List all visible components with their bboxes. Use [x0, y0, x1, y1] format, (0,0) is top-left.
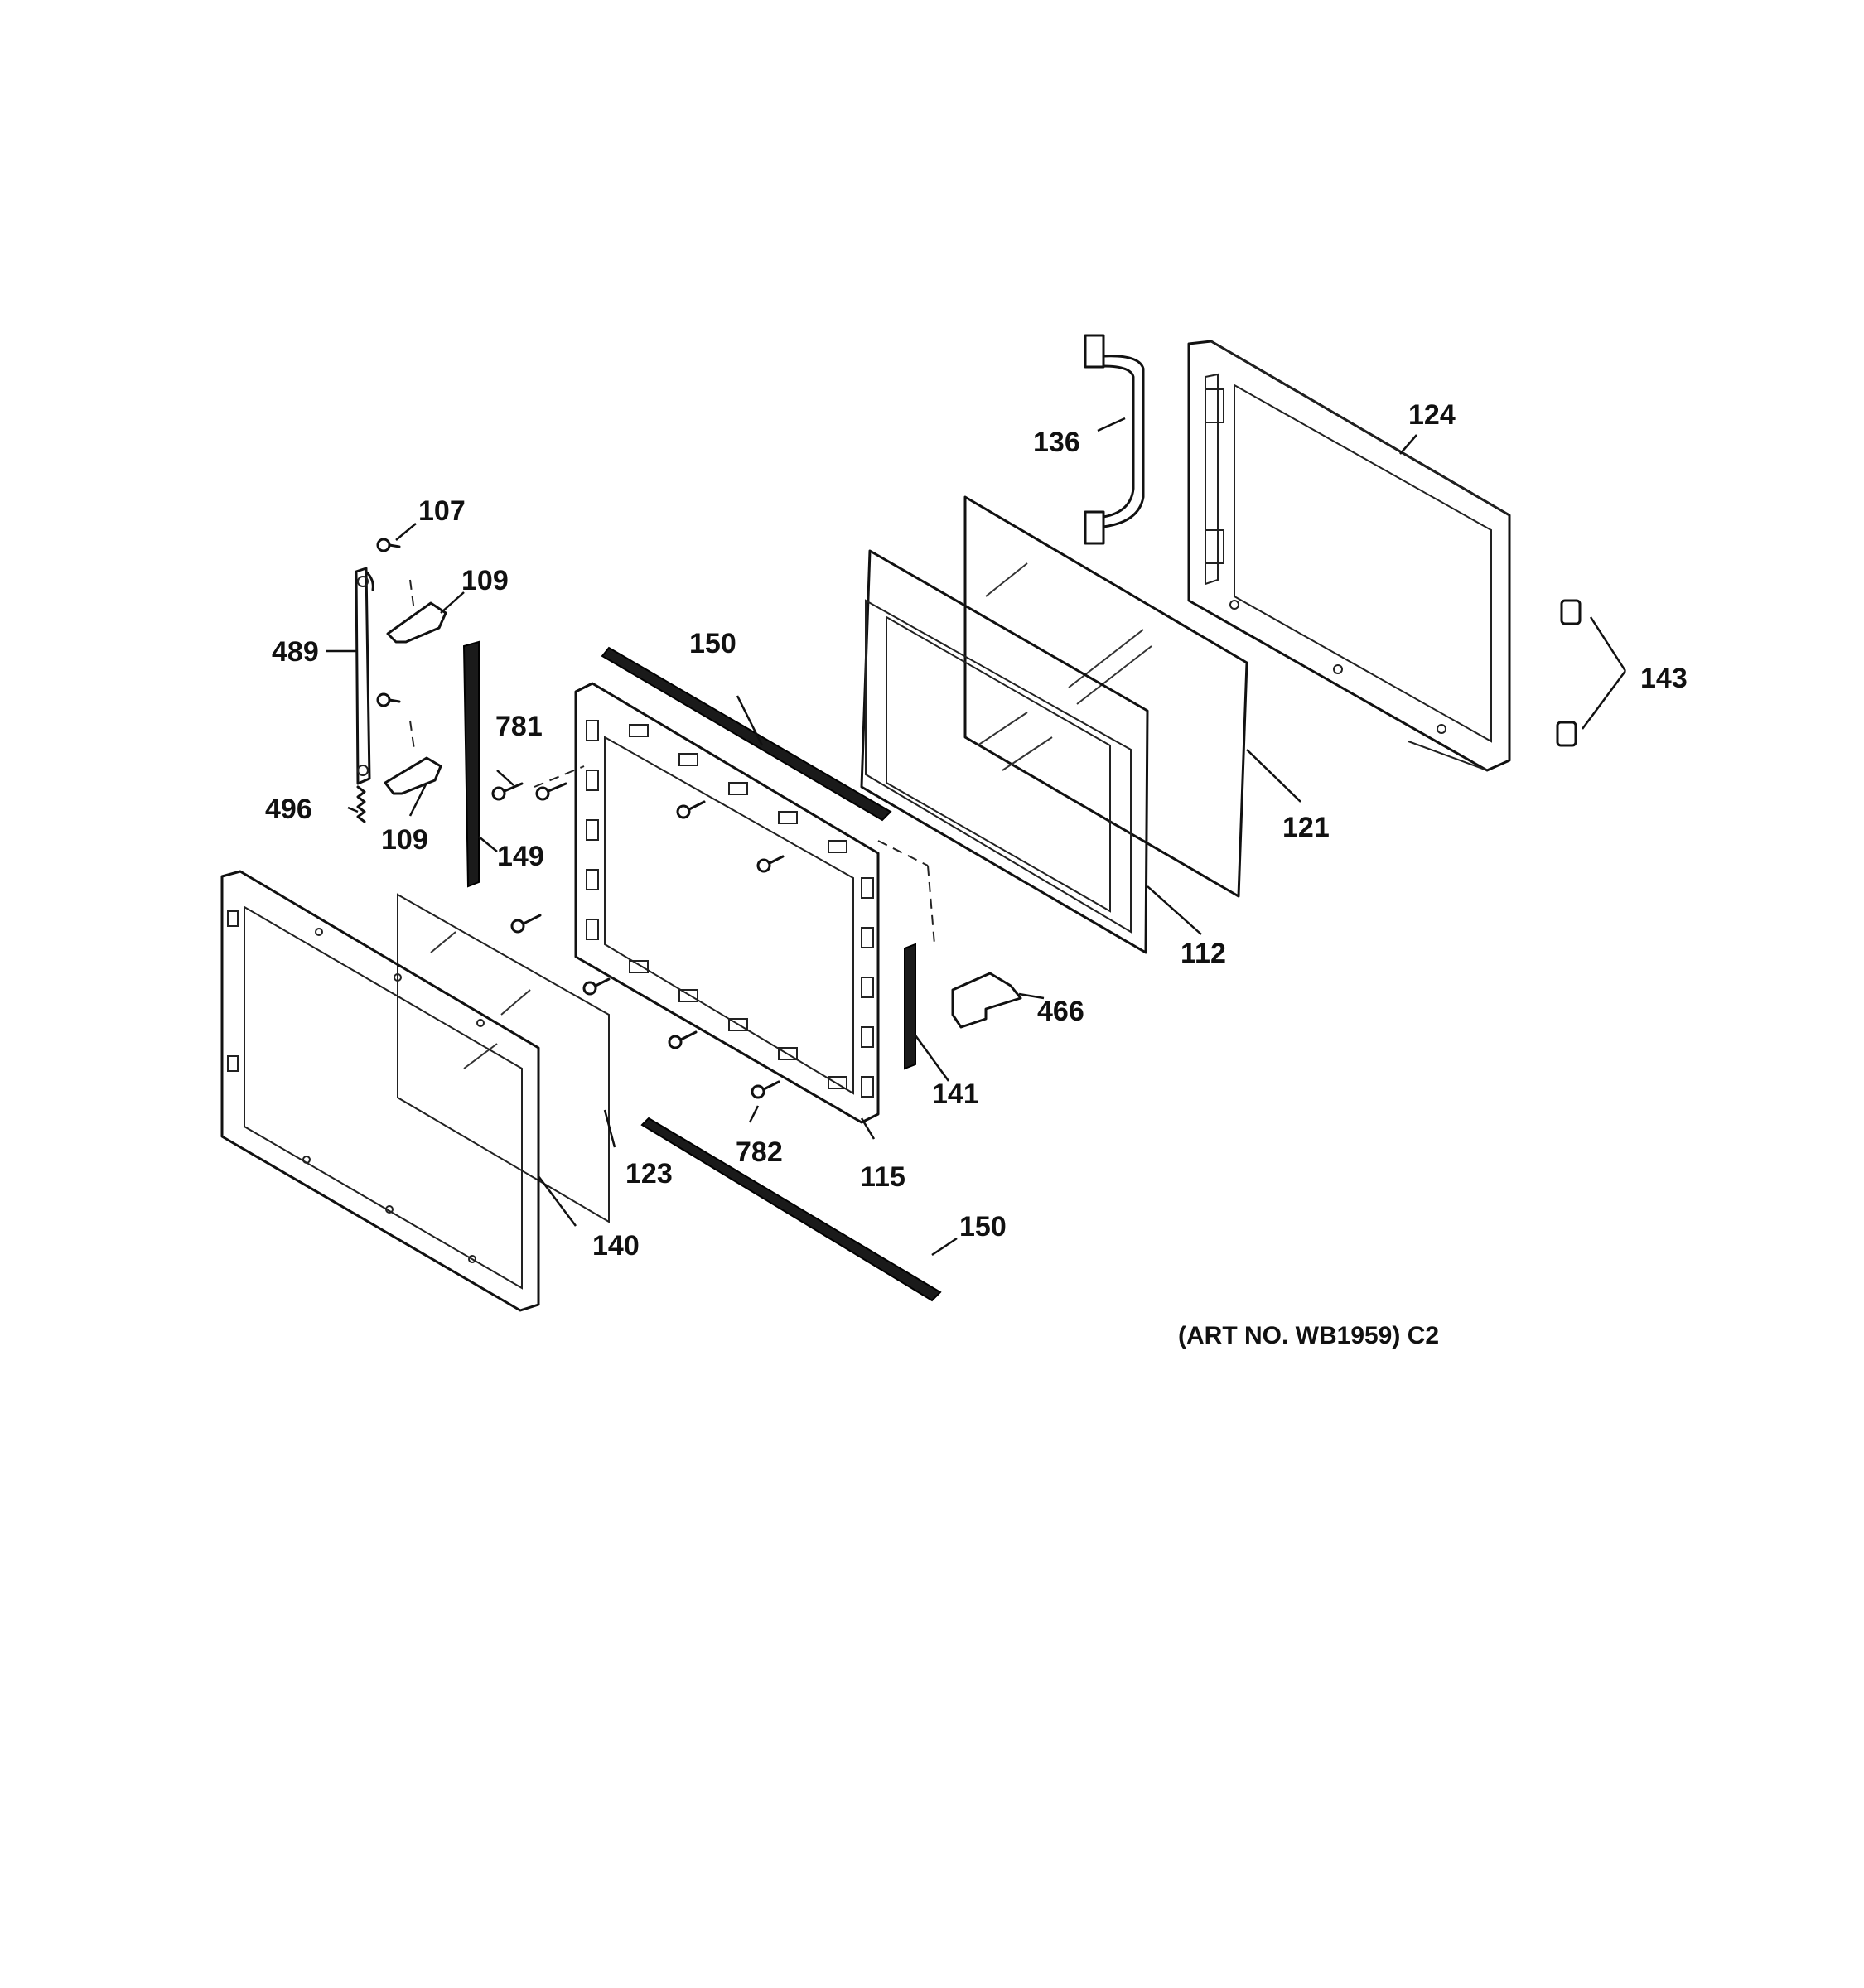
- alignment-lines: [409, 579, 935, 945]
- part-112-inner-liner: [860, 549, 1149, 954]
- part-149-left-strip: [462, 640, 480, 888]
- part-496-spring: [356, 785, 366, 823]
- screw-e: [668, 1030, 698, 1049]
- part-466-bracket: [951, 972, 1022, 1029]
- screw-d: [582, 977, 611, 996]
- part-115-inner-frame: [574, 682, 880, 1124]
- part-124-rear-frame: [1187, 340, 1511, 772]
- label-150-top: 150: [689, 628, 736, 659]
- label-149: 149: [497, 841, 544, 872]
- label-489: 489: [272, 636, 319, 668]
- label-136: 136: [1033, 427, 1080, 458]
- screw-107: [376, 538, 401, 552]
- part-labels: 136 124 107 109 489 150 781 143 496 109 …: [265, 399, 1688, 1262]
- label-107: 107: [418, 495, 466, 527]
- label-466: 466: [1037, 996, 1084, 1027]
- part-489-hinge-arm: [355, 567, 374, 785]
- label-141: 141: [932, 1078, 979, 1110]
- screw-a: [676, 800, 706, 819]
- label-496: 496: [265, 794, 312, 825]
- label-109-bottom: 109: [381, 824, 428, 856]
- part-140-outer-front: [220, 870, 540, 1312]
- label-112: 112: [1181, 938, 1226, 969]
- label-143: 143: [1640, 663, 1688, 694]
- label-150-bottom: 150: [959, 1211, 1007, 1242]
- art-number-caption: (ART NO. WB1959) C2: [1178, 1322, 1439, 1349]
- screw-mid: [376, 692, 401, 707]
- label-123: 123: [625, 1158, 673, 1189]
- screws: [376, 538, 785, 1099]
- screw-781-a: [491, 782, 524, 801]
- label-121: 121: [1282, 812, 1330, 843]
- label-782: 782: [736, 1136, 783, 1168]
- part-109-brackets: [384, 601, 447, 795]
- screw-c: [510, 914, 542, 934]
- screw-781-b: [535, 782, 567, 801]
- part-143-clips: [1556, 599, 1582, 747]
- part-150-bottom-strip: [640, 1117, 942, 1302]
- leader-lines: [326, 417, 1627, 1257]
- label-781: 781: [495, 711, 543, 742]
- frame-tabs: [586, 720, 874, 1098]
- part-123-front-glass: [397, 893, 610, 1223]
- label-109-top: 109: [461, 565, 509, 596]
- label-115: 115: [860, 1161, 905, 1193]
- screw-782: [751, 1080, 780, 1099]
- label-140: 140: [592, 1230, 640, 1262]
- part-150-top-strip: [601, 646, 892, 822]
- label-124: 124: [1408, 399, 1456, 431]
- part-136-handle: [1084, 334, 1145, 545]
- screw-b: [756, 855, 785, 873]
- part-141-right-strip: [904, 943, 916, 1070]
